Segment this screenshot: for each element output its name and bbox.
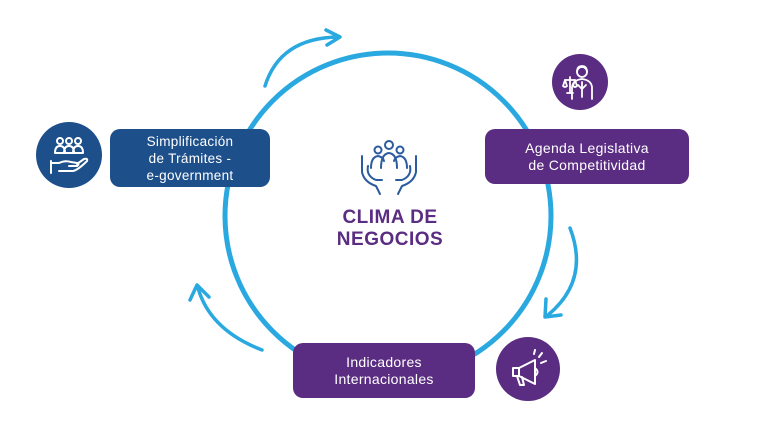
- center-title: CLIMA DE NEGOCIOS: [290, 207, 490, 251]
- node-simplificacion-line2: de Trámites -: [148, 150, 232, 166]
- arrow-left-icon: [188, 283, 264, 352]
- center-title-line1: CLIMA DE: [342, 207, 438, 228]
- arrow-top-icon: [263, 28, 342, 88]
- node-agenda-line2: de Competitividad: [528, 156, 646, 173]
- node-indicadores-line2: Internacionales: [334, 370, 434, 387]
- node-agenda: Agenda Legislativa de Competitividad: [485, 129, 689, 184]
- legislator-scales-icon: [552, 54, 608, 110]
- center-title-line2: NEGOCIOS: [336, 229, 444, 250]
- hand-holding-people-icon: [36, 122, 102, 188]
- node-simplificacion-line3: e-government: [146, 167, 234, 183]
- arrow-right-icon: [543, 226, 579, 319]
- node-indicadores: Indicadores Internacionales: [293, 343, 475, 398]
- hands-holding-people-icon: [361, 140, 417, 195]
- node-simplificacion: Simplificación de Trámites - e-governmen…: [110, 129, 270, 187]
- node-indicadores-line1: Indicadores: [346, 353, 422, 370]
- node-agenda-line1: Agenda Legislativa: [525, 139, 649, 156]
- node-simplificacion-line1: Simplificación: [146, 133, 234, 149]
- megaphone-icon: [496, 337, 560, 401]
